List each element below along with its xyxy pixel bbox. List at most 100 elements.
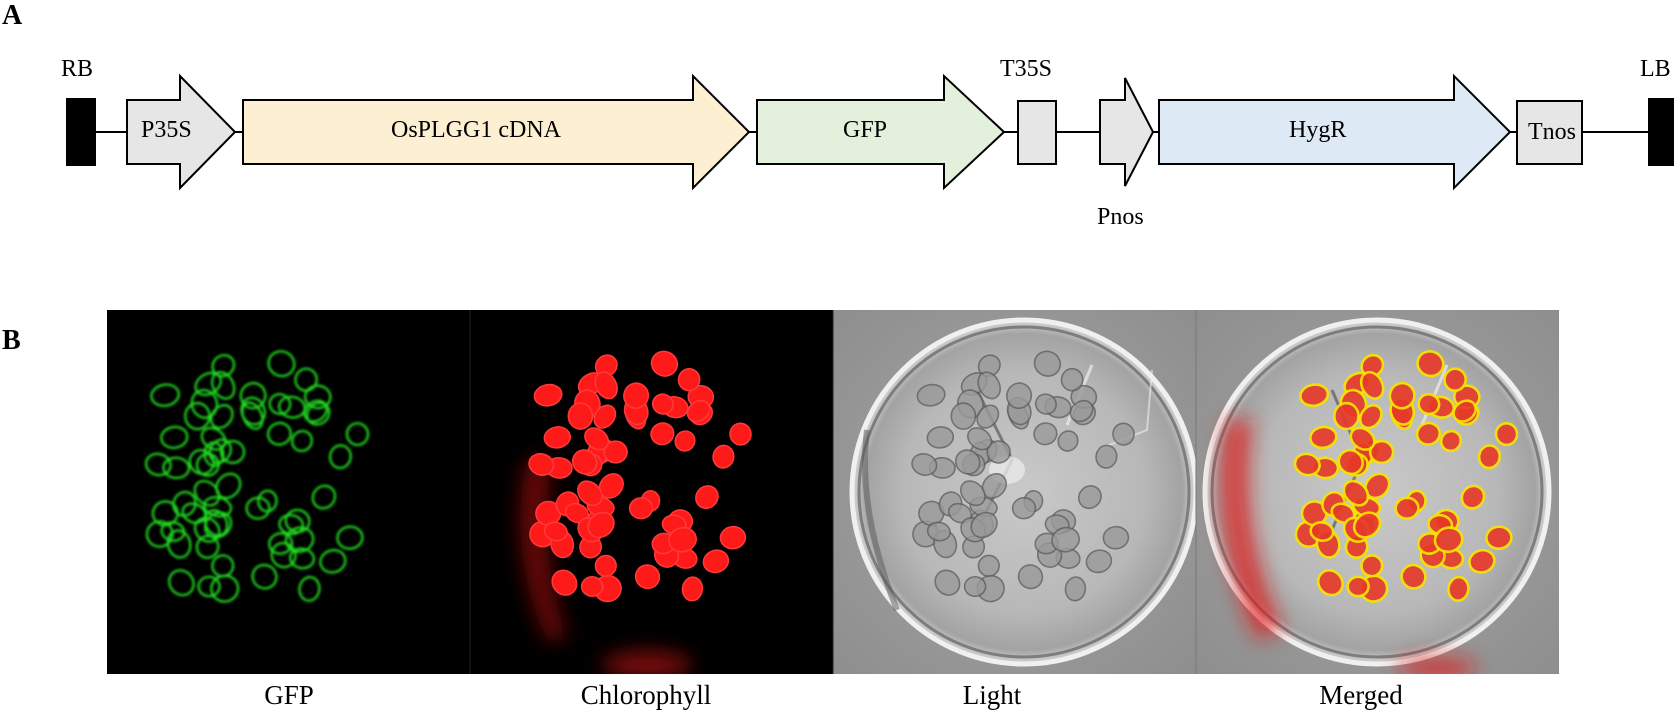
chloroplast xyxy=(584,427,610,451)
chloroplast xyxy=(954,449,981,475)
chloroplast xyxy=(160,425,189,449)
chloroplast xyxy=(674,430,696,452)
chloroplast xyxy=(1494,422,1519,447)
chloroplast xyxy=(303,399,328,423)
chloroplast xyxy=(193,479,221,507)
chloroplast xyxy=(1460,484,1486,510)
chloroplast xyxy=(145,520,174,548)
light-chloroplasts xyxy=(911,350,1135,603)
chloroplast xyxy=(151,500,179,527)
chloroplast xyxy=(1033,422,1058,446)
rb-label: RB xyxy=(61,56,94,82)
caption-chlorophyll: Chlorophyll xyxy=(580,680,712,710)
chloroplast xyxy=(702,549,730,574)
tnos-label: Tnos xyxy=(1528,119,1576,145)
chloroplast xyxy=(203,509,229,537)
chloroplast xyxy=(336,525,364,550)
chloroplast xyxy=(1388,381,1416,410)
chloroplast xyxy=(245,496,271,520)
chloroplast xyxy=(239,382,267,410)
lb-label: LB xyxy=(1640,56,1671,82)
chloroplast xyxy=(1400,563,1427,590)
chloroplast xyxy=(934,569,961,596)
chloroplast xyxy=(1433,526,1464,554)
chloroplast xyxy=(1102,525,1130,550)
chloroplast xyxy=(543,426,572,449)
chlorophyll-chloroplasts xyxy=(528,350,752,603)
chloroplast xyxy=(195,452,220,477)
chloroplast xyxy=(1077,485,1102,510)
chloroplast xyxy=(1439,429,1463,453)
panel-a-letter: A xyxy=(2,0,23,31)
chloroplast xyxy=(916,383,946,407)
p35s-label: P35S xyxy=(141,117,192,143)
chloroplast xyxy=(1051,526,1081,553)
chloroplast xyxy=(278,514,305,536)
chloroplast xyxy=(220,439,246,465)
chloroplast xyxy=(328,444,352,470)
chloroplast xyxy=(911,453,938,476)
chloroplast xyxy=(1112,422,1135,446)
chloroplast xyxy=(1033,350,1062,377)
chloroplast xyxy=(294,367,318,392)
p35s-arrow xyxy=(126,73,237,191)
chloroplast xyxy=(1394,496,1420,520)
chloroplast xyxy=(1069,399,1094,423)
chloroplast xyxy=(319,549,347,574)
chloroplast xyxy=(211,371,236,400)
chloroplast xyxy=(1359,370,1385,400)
chloroplast xyxy=(1316,569,1344,597)
chloroplast xyxy=(681,576,704,602)
chloroplast xyxy=(190,388,219,419)
chloroplast xyxy=(628,497,654,520)
chloroplast xyxy=(268,393,292,416)
chloroplast xyxy=(168,569,195,597)
chloroplast xyxy=(950,402,977,430)
chloroplast xyxy=(200,426,227,451)
chloroplast xyxy=(593,404,617,429)
chloroplast xyxy=(1309,521,1335,542)
hygr-arrow xyxy=(1158,73,1512,191)
chloroplast xyxy=(651,393,674,415)
chloroplast xyxy=(1352,511,1382,539)
chloroplast xyxy=(1095,444,1118,469)
chloroplast xyxy=(188,448,215,476)
osplgg1-label: OsPLGG1 cDNA xyxy=(391,117,561,143)
merged-chloroplasts xyxy=(1293,350,1519,603)
hygr-label: HygR xyxy=(1289,117,1347,143)
chloroplast xyxy=(650,422,675,446)
chloroplast xyxy=(1452,399,1477,423)
construct-map xyxy=(66,73,1674,191)
chloroplast xyxy=(1337,448,1364,476)
chloroplast xyxy=(197,575,221,598)
chloroplast xyxy=(970,511,998,539)
t35s-label: T35S xyxy=(1000,56,1053,82)
gfp-element-label: GFP xyxy=(843,117,888,143)
chloroplast xyxy=(551,569,578,596)
chloroplast xyxy=(1064,576,1087,602)
chloroplast xyxy=(712,444,735,469)
t35s-box xyxy=(1017,100,1057,165)
osplgg1-arrow xyxy=(242,73,751,191)
chloroplast xyxy=(926,521,951,542)
chloroplast xyxy=(571,449,598,475)
chloroplast xyxy=(650,350,679,377)
chloroplast xyxy=(204,511,233,539)
chloroplast xyxy=(577,480,603,507)
chloroplast xyxy=(162,456,191,480)
chloroplast xyxy=(677,367,701,392)
chloroplast xyxy=(587,511,615,539)
chloroplast xyxy=(603,440,628,464)
gfp-arrow xyxy=(756,73,1006,191)
merged-image-panel xyxy=(1196,310,1559,674)
chloroplast xyxy=(1415,421,1442,446)
chloroplast xyxy=(1468,548,1496,574)
chloroplast xyxy=(1085,549,1113,574)
caption-merged: Merged xyxy=(1319,680,1403,710)
chloroplast xyxy=(634,564,661,590)
chloroplast xyxy=(1477,444,1502,470)
chloroplast xyxy=(345,422,370,446)
panel-b-letter: B xyxy=(2,325,21,356)
chloroplast xyxy=(1417,392,1441,416)
chloroplast xyxy=(267,350,296,378)
